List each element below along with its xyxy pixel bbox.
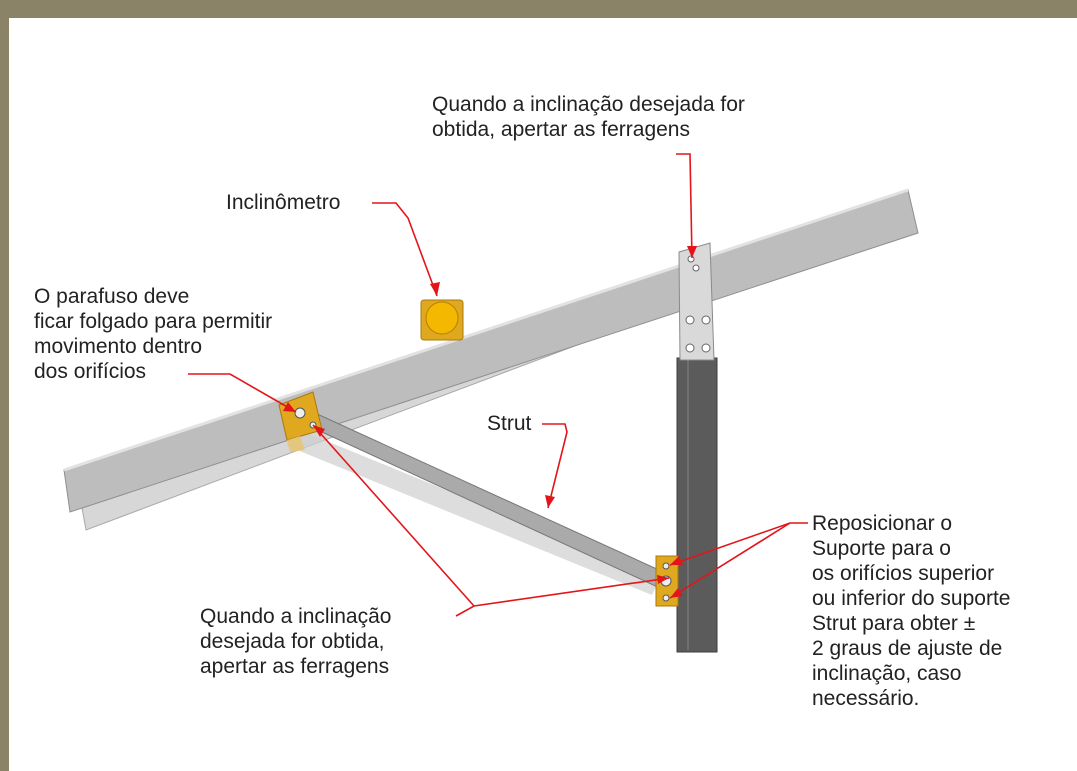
leader-inclinometer <box>372 202 438 297</box>
label-line: necessário. <box>812 687 920 710</box>
label-line: os orifícios superior <box>812 562 995 585</box>
label-line: inclinação, caso <box>812 662 962 685</box>
post <box>676 357 718 653</box>
label-line: desejada for obtida, <box>200 630 385 653</box>
label-reposition: Reposicionar o Suporte para o os orifíci… <box>812 511 1010 711</box>
leader-top-hardware <box>676 153 693 259</box>
label-line: Inclinômetro <box>226 191 341 214</box>
strut-shadow <box>285 430 660 595</box>
strut-bar <box>295 407 671 591</box>
label-line: ficar folgado para permitir <box>34 310 273 333</box>
label-top-hardware: Quando a inclinação desejada for obtida,… <box>432 92 745 142</box>
label-line: Strut <box>487 412 532 435</box>
label-bottom-hardware: Quando a inclinação desejada for obtida,… <box>200 604 391 679</box>
label-line: Quando a inclinação <box>200 605 392 628</box>
label-line: 2 graus de ajuste de <box>812 637 1003 660</box>
leader-bottom-hardware-2 <box>312 424 475 607</box>
label-line: dos orifícios <box>34 360 147 383</box>
label-line: movimento dentro <box>34 335 203 358</box>
label-bolt: O parafuso deve ficar folgado para permi… <box>34 284 272 384</box>
label-inclinometer: Inclinômetro <box>226 190 340 215</box>
inclinometer <box>420 299 464 341</box>
label-line: Quando a inclinação desejada for <box>432 93 745 116</box>
label-line: ou inferior do suporte <box>812 587 1011 610</box>
label-line: Suporte para o <box>812 537 951 560</box>
leader-reposition-2 <box>669 522 791 599</box>
label-line: apertar as ferragens <box>200 655 390 678</box>
leader-bolt <box>188 373 297 413</box>
frame-top-border <box>0 0 1077 18</box>
label-line: Strut para obter ± <box>812 612 976 635</box>
label-line: O parafuso deve <box>34 285 190 308</box>
leader-lines <box>188 153 808 617</box>
label-strut: Strut <box>487 411 531 436</box>
label-line: obtida, apertar as ferragens <box>432 118 690 141</box>
post-top-plate <box>678 242 715 361</box>
frame-left-border <box>0 18 9 771</box>
leader-strut <box>542 423 568 509</box>
label-line: Reposicionar o <box>812 512 953 535</box>
